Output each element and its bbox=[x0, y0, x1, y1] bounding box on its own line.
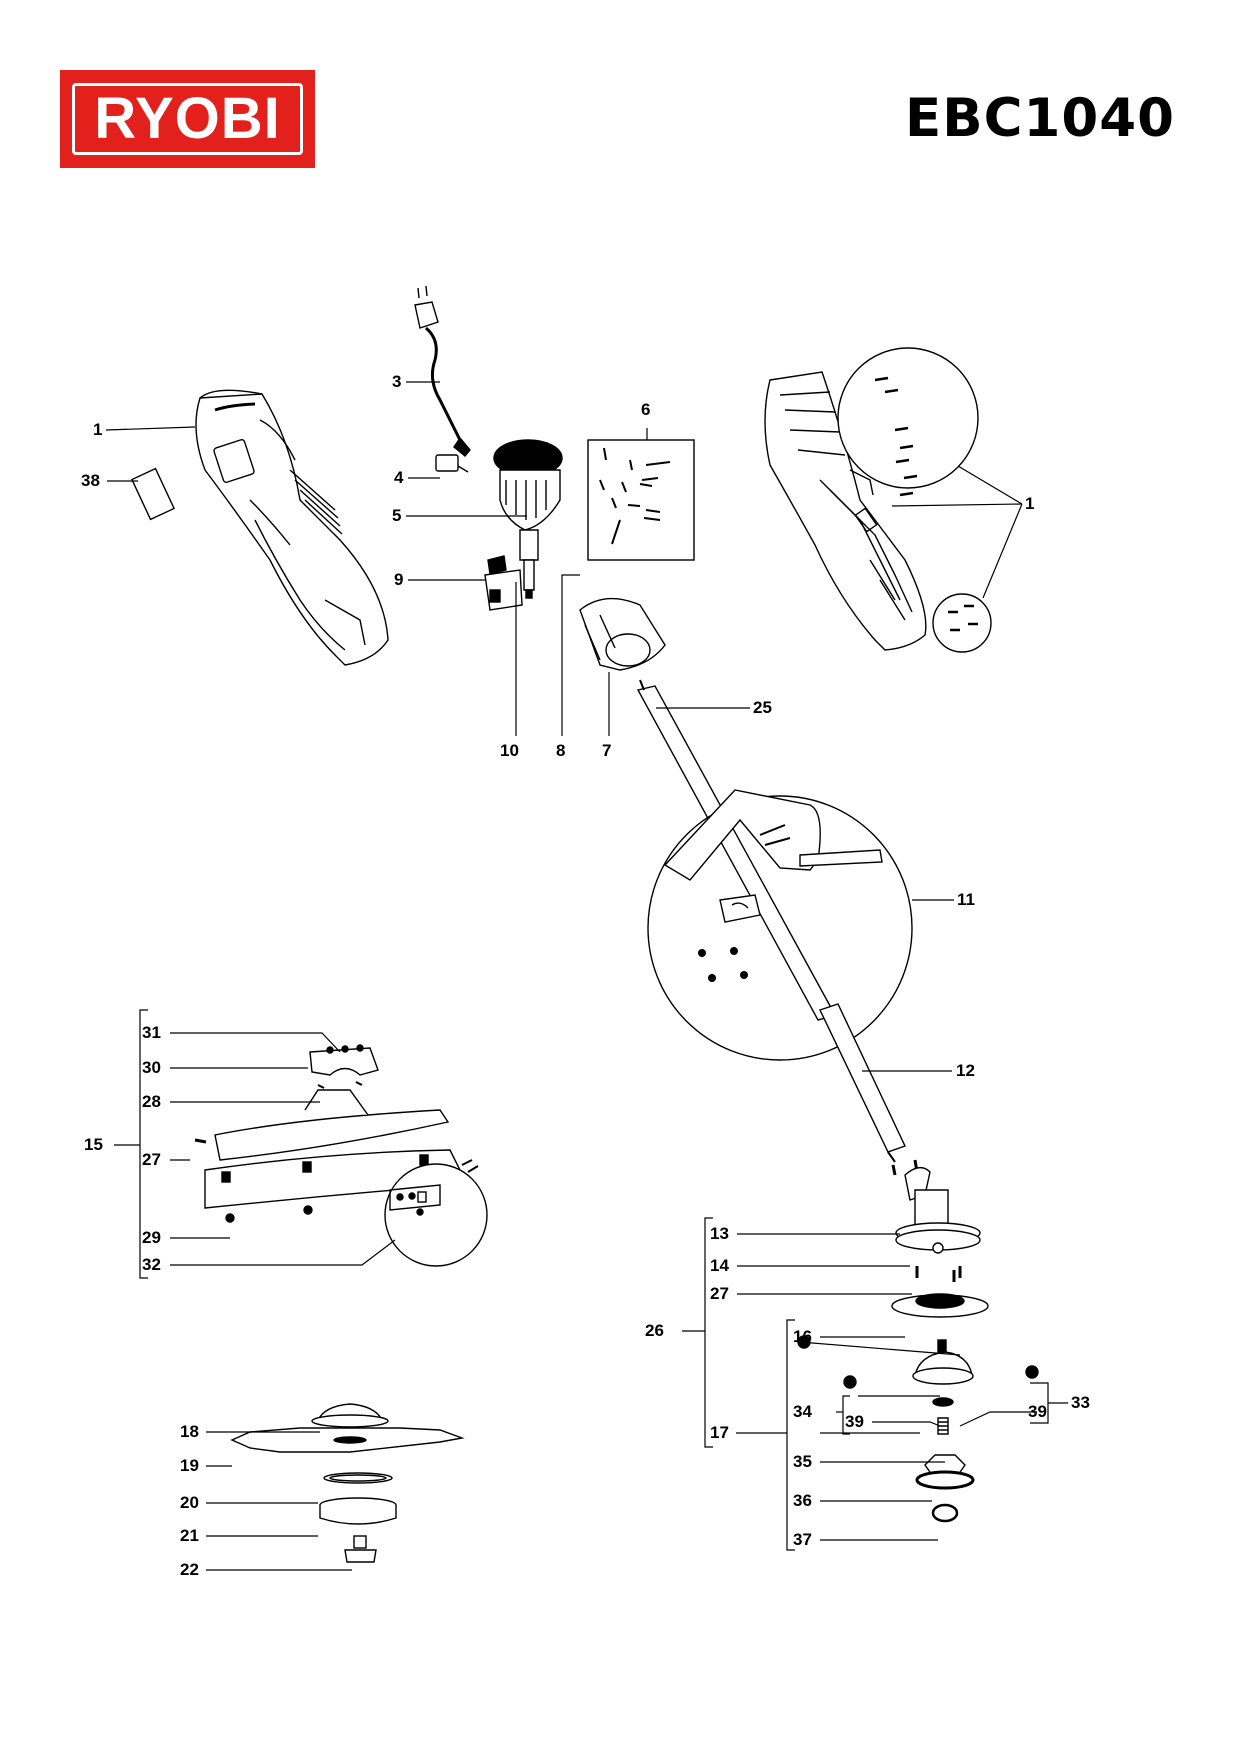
callout-39-left: 39 bbox=[845, 1412, 864, 1431]
screw-detail-circle-top bbox=[837, 347, 979, 489]
callout-3: 3 bbox=[392, 372, 402, 391]
callout-1-left: 1 bbox=[93, 420, 103, 439]
screws-top bbox=[874, 376, 918, 497]
blade bbox=[230, 1427, 465, 1453]
callout-25: 25 bbox=[753, 698, 772, 717]
eyelet-34 bbox=[843, 1375, 857, 1389]
callout-13: 13 bbox=[710, 1224, 729, 1243]
handle-housing-left bbox=[195, 389, 389, 666]
head-screws bbox=[915, 1266, 962, 1282]
ryobi-logo: RYOBI bbox=[60, 70, 315, 168]
motor-coupler bbox=[579, 597, 666, 671]
bump-knob bbox=[931, 1503, 959, 1523]
screw-kit bbox=[599, 447, 671, 545]
spool bbox=[915, 1454, 975, 1490]
model-number: EBC1040 bbox=[905, 88, 1176, 149]
handle-detail-circle bbox=[647, 795, 913, 1061]
guard-clamp bbox=[309, 1044, 379, 1076]
callout-22: 22 bbox=[180, 1560, 199, 1579]
screw-kit-box bbox=[587, 439, 695, 561]
callout-6: 6 bbox=[641, 400, 651, 419]
callout-33: 33 bbox=[1071, 1393, 1090, 1412]
suppressor bbox=[484, 555, 523, 611]
logo-border: RYOBI bbox=[72, 83, 303, 155]
spring bbox=[937, 1417, 949, 1435]
callout-11: 11 bbox=[957, 890, 975, 909]
callout-4: 4 bbox=[394, 468, 404, 487]
callout-17: 17 bbox=[710, 1423, 729, 1442]
callout-5: 5 bbox=[392, 506, 402, 525]
power-cord bbox=[414, 285, 471, 457]
guard-upper bbox=[194, 1089, 450, 1161]
callout-31: 31 bbox=[142, 1023, 161, 1042]
blade-hub bbox=[311, 1403, 389, 1428]
screws-bottom bbox=[948, 604, 978, 632]
callout-9: 9 bbox=[394, 570, 404, 589]
callout-26: 26 bbox=[645, 1321, 664, 1340]
screw-detail-circle-bottom bbox=[932, 593, 992, 653]
callout-28: 28 bbox=[142, 1092, 161, 1111]
washer bbox=[932, 1397, 954, 1407]
callout-32: 32 bbox=[142, 1255, 161, 1274]
callout-19: 19 bbox=[180, 1456, 199, 1475]
callout-21: 21 bbox=[180, 1526, 199, 1545]
guard-detail-circle bbox=[384, 1163, 488, 1267]
guard-detail bbox=[389, 1184, 441, 1216]
callout-10: 10 bbox=[500, 741, 519, 760]
callout-38: 38 bbox=[81, 471, 100, 490]
callout-18: 18 bbox=[180, 1422, 199, 1441]
callout-15: 15 bbox=[84, 1135, 103, 1154]
callout-7: 7 bbox=[602, 741, 612, 760]
handle-nuts bbox=[698, 947, 748, 982]
label-sticker bbox=[130, 467, 176, 521]
callout-37: 37 bbox=[793, 1530, 812, 1549]
handle-housing-right bbox=[764, 371, 927, 651]
callout-29: 29 bbox=[142, 1228, 161, 1247]
callout-14: 14 bbox=[710, 1256, 729, 1275]
logo-text: RYOBI bbox=[94, 86, 281, 151]
front-handle bbox=[663, 789, 883, 923]
callout-34: 34 bbox=[793, 1402, 812, 1421]
callout-36: 36 bbox=[793, 1491, 812, 1510]
callout-8: 8 bbox=[556, 741, 566, 760]
callout-27-guard: 27 bbox=[142, 1150, 161, 1169]
callout-30: 30 bbox=[142, 1058, 161, 1077]
eyelet-33 bbox=[1025, 1365, 1039, 1379]
spool-cover bbox=[912, 1339, 974, 1385]
lower-shaft bbox=[819, 1003, 906, 1163]
callout-1-right: 1 bbox=[1025, 494, 1035, 513]
blade-flange bbox=[319, 1497, 397, 1525]
callout-39-right: 39 bbox=[1028, 1402, 1047, 1421]
callout-27-head: 27 bbox=[710, 1284, 729, 1303]
callout-16: 16 bbox=[793, 1327, 812, 1346]
callout-12: 12 bbox=[956, 1061, 975, 1080]
motor-head bbox=[895, 1167, 981, 1254]
callout-35: 35 bbox=[793, 1452, 812, 1471]
motor bbox=[493, 439, 563, 599]
spool-housing bbox=[891, 1293, 989, 1318]
switch bbox=[435, 454, 459, 472]
blade-bolt bbox=[344, 1535, 377, 1563]
leader-lines bbox=[105, 381, 1068, 1571]
callout-20: 20 bbox=[180, 1493, 199, 1512]
